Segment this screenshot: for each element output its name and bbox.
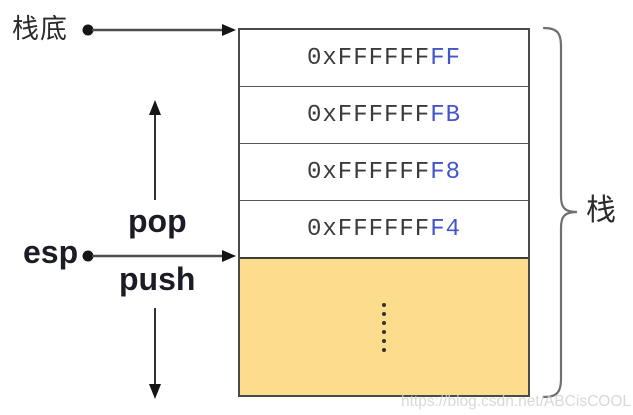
esp-label: esp [23,234,79,270]
address-suffix: F4 [430,215,462,243]
address-text: 0xFFFFFF [306,101,431,129]
address-text: 0xFFFFFF [306,158,431,186]
arrowhead-right-icon [222,250,236,262]
arrowhead-up-icon [149,100,161,115]
push-direction-arrow [149,308,161,399]
pop-label: pop [128,203,187,239]
stack-bottom-label: 栈底 [12,14,68,44]
free-stack-area [240,259,528,395]
watermark: https://blog.csdn.net/ABCisCOOL [400,393,631,410]
arrowhead-down-icon [149,384,161,399]
bullet-dot [82,250,94,262]
arrowhead-right-icon [222,24,236,36]
stack-label: 栈 [586,194,617,227]
push-label: push [119,261,196,297]
stack-brace-icon [542,26,578,399]
address-text: 0xFFFFFF [306,215,431,243]
bullet-dot [82,24,94,36]
pop-direction-arrow [149,100,161,200]
address-suffix: FF [430,44,462,72]
address-text: 0xFFFFFF [306,44,431,72]
address-suffix: F8 [430,158,462,186]
stack-bottom-arrow [82,24,236,36]
address-suffix: FB [430,101,462,129]
vertical-ellipsis-icon [382,300,386,354]
